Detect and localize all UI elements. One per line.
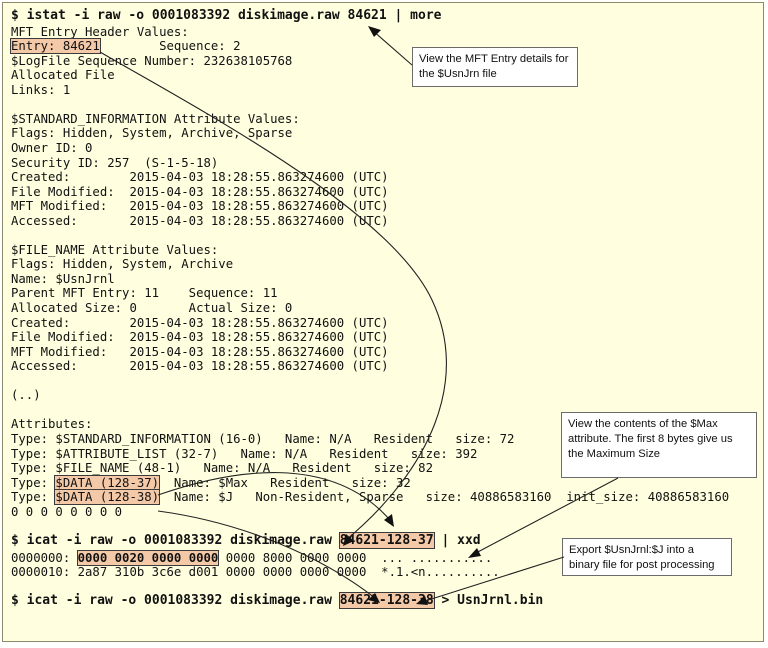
output-line: File Modified: 2015-04-03 18:28:55.86327… xyxy=(11,330,389,345)
highlighted-value: $DATA (128-38) xyxy=(54,489,161,506)
command-line: $ istat -i raw -o 0001083392 diskimage.r… xyxy=(11,8,442,24)
line-text: Type: $ATTRIBUTE_LIST (32-7) Name: N/A R… xyxy=(11,446,478,461)
highlighted-value: Entry: 84621 xyxy=(10,38,101,55)
note-export: Export $UsnJrnl:$J into a binary file fo… xyxy=(562,538,732,576)
output-line: MFT Entry Header Values: xyxy=(11,25,189,40)
output-line: Entry: 84621 Sequence: 2 xyxy=(10,38,241,55)
output-line: Allocated Size: 0 Actual Size: 0 xyxy=(11,301,292,316)
line-text: Sequence: 2 xyxy=(99,39,241,54)
line-text: (..) xyxy=(11,388,41,403)
output-line: Created: 2015-04-03 18:28:55.863274600 (… xyxy=(11,316,389,331)
note-export-text: Export $UsnJrnl:$J into a binary file fo… xyxy=(569,544,715,571)
line-text: Accessed: 2015-04-03 18:28:55.863274600 … xyxy=(11,213,389,228)
note-mft-entry-text: View the MFT Entry details for the $UsnJ… xyxy=(419,53,569,80)
output-line: Type: $ATTRIBUTE_LIST (32-7) Name: N/A R… xyxy=(11,447,477,462)
output-line: 0 0 0 0 0 0 0 0 xyxy=(11,505,122,520)
output-line: Attributes: xyxy=(11,417,92,432)
line-text: Links: 1 xyxy=(11,82,71,97)
line-text: $STANDARD_INFORMATION Attribute Values: xyxy=(11,111,300,126)
line-text: Accessed: 2015-04-03 18:28:55.863274600 … xyxy=(11,359,389,374)
output-line: Flags: Hidden, System, Archive xyxy=(11,257,233,272)
highlighted-value: 84621-128-38 xyxy=(338,592,435,610)
line-text: 0000010: 2a87 310b 3c6e d001 0000 0000 0… xyxy=(11,565,500,580)
line-text: | xxd xyxy=(433,532,481,548)
output-line: Parent MFT Entry: 11 Sequence: 11 xyxy=(11,286,278,301)
line-text: Created: 2015-04-03 18:28:55.863274600 (… xyxy=(11,315,389,330)
output-line: Links: 1 xyxy=(11,83,70,98)
line-text: Owner ID: 0 xyxy=(11,140,93,155)
line-text: Allocated Size: 0 Actual Size: 0 xyxy=(11,301,293,315)
highlighted-value: 0000 0020 0000 0000 xyxy=(76,549,220,566)
line-text: Parent MFT Entry: 11 Sequence: 11 xyxy=(11,286,278,301)
note-max-attribute: View the contents of the $Max attribute.… xyxy=(561,412,757,478)
line-text: $ istat -i raw -o 0001083392 diskimage.r… xyxy=(11,8,442,23)
line-text: File Modified: 2015-04-03 18:28:55.86327… xyxy=(11,184,389,199)
output-line: $LogFile Sequence Number: 232638105768 xyxy=(11,54,292,69)
line-text: Type: xyxy=(11,490,56,505)
line-text: Flags: Hidden, System, Archive xyxy=(11,257,234,272)
output-line: Type: $STANDARD_INFORMATION (16-0) Name:… xyxy=(11,432,514,447)
line-text: Flags: Hidden, System, Archive, Sparse xyxy=(11,126,293,141)
output-line: 0000010: 2a87 310b 3c6e d001 0000 0000 0… xyxy=(11,565,500,580)
output-line: Type: $DATA (128-37) Name: $Max Resident… xyxy=(11,474,411,491)
output-line: (..) xyxy=(11,388,41,403)
line-text: MFT Modified: 2015-04-03 18:28:55.863274… xyxy=(11,199,389,214)
output-line: Owner ID: 0 xyxy=(11,141,92,156)
line-text: $ icat -i raw -o 0001083392 diskimage.ra… xyxy=(11,532,340,548)
output-line: 0000000: 0000 0020 0000 0000 0000 8000 0… xyxy=(11,549,493,566)
line-text: $ icat -i raw -o 0001083392 diskimage.ra… xyxy=(11,593,340,609)
line-text: Created: 2015-04-03 18:28:55.863274600 (… xyxy=(11,170,389,185)
output-line: Allocated File xyxy=(11,68,115,83)
note-mft-entry: View the MFT Entry details for the $UsnJ… xyxy=(412,47,578,87)
line-text: Name: $Max Resident size: 32 xyxy=(159,475,411,490)
note-max-attribute-text: View the contents of the $Max attribute.… xyxy=(568,418,733,460)
line-text: File Modified: 2015-04-03 18:28:55.86327… xyxy=(11,330,389,345)
output-line: MFT Modified: 2015-04-03 18:28:55.863274… xyxy=(11,199,389,214)
output-line: Created: 2015-04-03 18:28:55.863274600 (… xyxy=(11,170,389,185)
line-text: Security ID: 257 (S-1-5-18) xyxy=(11,155,219,170)
line-text: $FILE_NAME Attribute Values: xyxy=(11,242,219,257)
line-text: Name: $UsnJrnl xyxy=(11,271,115,286)
line-text: > UsnJrnl.bin xyxy=(433,593,544,609)
output-line: $STANDARD_INFORMATION Attribute Values: xyxy=(11,112,300,127)
line-text: MFT Entry Header Values: xyxy=(11,24,189,39)
output-line: Type: $FILE_NAME (48-1) Name: N/A Reside… xyxy=(11,461,433,476)
line-text: Name: $J Non-Resident, Sparse size: 4088… xyxy=(159,490,730,505)
command-line: $ icat -i raw -o 0001083392 diskimage.ra… xyxy=(11,531,481,549)
line-text: $LogFile Sequence Number: 232638105768 xyxy=(11,53,293,68)
line-text: Attributes: xyxy=(11,417,93,432)
output-line: Flags: Hidden, System, Archive, Sparse xyxy=(11,126,292,141)
output-line: Name: $UsnJrnl xyxy=(11,272,115,287)
line-text: Allocated File xyxy=(11,68,115,83)
line-text: Type: $FILE_NAME (48-1) Name: N/A Reside… xyxy=(11,461,433,476)
command-line: $ icat -i raw -o 0001083392 diskimage.ra… xyxy=(11,592,544,610)
output-line: File Modified: 2015-04-03 18:28:55.86327… xyxy=(11,185,389,200)
line-text: MFT Modified: 2015-04-03 18:28:55.863274… xyxy=(11,344,389,359)
output-line: Type: $DATA (128-38) Name: $J Non-Reside… xyxy=(11,489,730,506)
output-line: $FILE_NAME Attribute Values: xyxy=(11,243,218,258)
line-text: Type: xyxy=(11,475,56,490)
highlighted-value: 84621-128-37 xyxy=(338,531,435,549)
line-text: Type: $STANDARD_INFORMATION (16-0) Name:… xyxy=(11,431,515,446)
output-line: Security ID: 257 (S-1-5-18) xyxy=(11,156,218,171)
output-line: MFT Modified: 2015-04-03 18:28:55.863274… xyxy=(11,345,389,360)
line-text: 0000000: xyxy=(11,550,78,565)
highlighted-value: $DATA (128-37) xyxy=(54,474,161,491)
line-text: 0000 8000 0000 0000 ... ........... xyxy=(218,550,493,565)
output-line: Accessed: 2015-04-03 18:28:55.863274600 … xyxy=(11,214,389,229)
output-line: Accessed: 2015-04-03 18:28:55.863274600 … xyxy=(11,359,389,374)
line-text: 0 0 0 0 0 0 0 0 xyxy=(11,504,123,519)
